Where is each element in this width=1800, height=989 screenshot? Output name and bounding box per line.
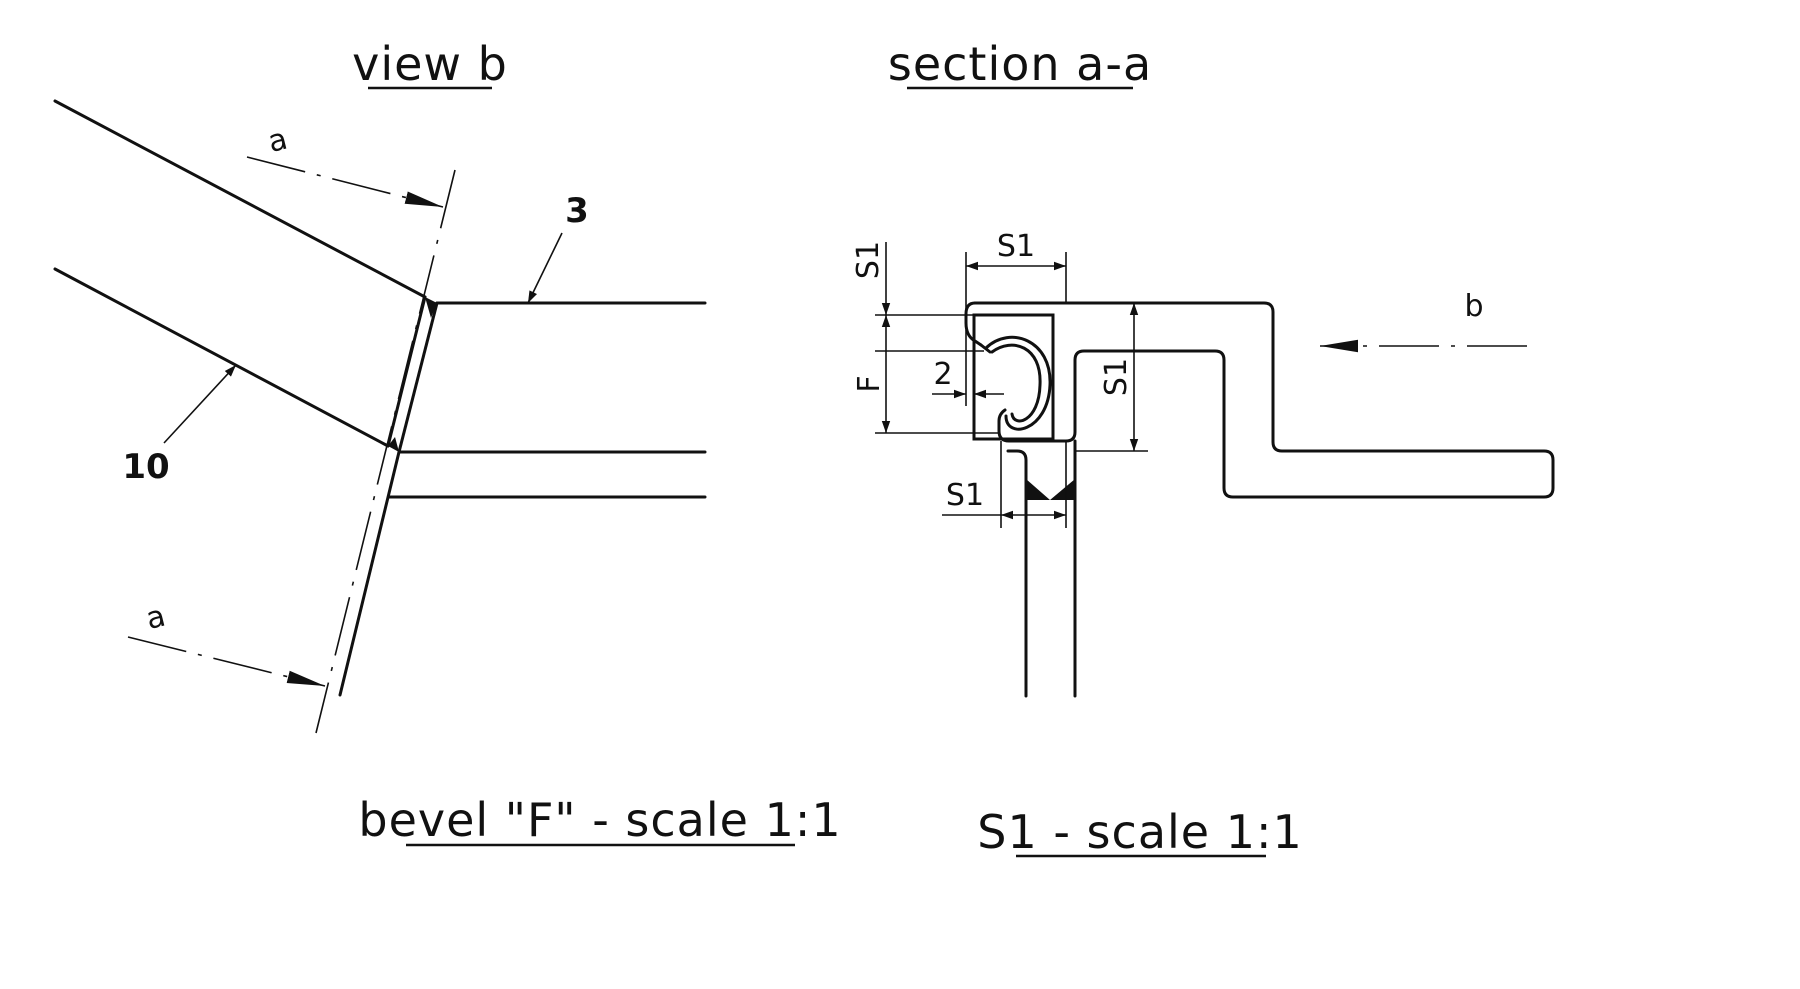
section-arrow-top (246, 156, 444, 208)
callout-10: 10 (122, 447, 169, 487)
section-arrow-bottom (127, 636, 326, 687)
vertical-post (1006, 449, 1028, 698)
miter-plate-right (397, 301, 439, 454)
c-clip-inner (990, 343, 1042, 423)
title-section-aa: section a-a (888, 37, 1152, 91)
weld-bottom (388, 437, 399, 452)
c-clip (984, 335, 1052, 431)
dim-s1-top: S1 (997, 229, 1035, 264)
callout-3-leader (527, 232, 563, 304)
section-aa-drawing: S1 S1 F 2 S1 S1 b (851, 229, 1555, 698)
dim-s1-bottom: S1 (946, 478, 984, 513)
view-arrow-b-label: b (1464, 289, 1483, 324)
view-b-drawing: a a 3 10 (53, 99, 707, 734)
title-view-b: view b (352, 37, 508, 91)
dim-s1-right: S1 (1099, 358, 1134, 396)
post-weld-fill (1026, 479, 1075, 500)
dim-2: 2 (933, 357, 952, 392)
angled-member-bottom-edge (53, 267, 390, 448)
cut-label-bottom: a (143, 599, 169, 637)
dim-f: F (852, 375, 887, 392)
title-s1-scale: S1 - scale 1:1 (977, 805, 1303, 859)
cut-label-top: a (265, 122, 291, 160)
c-clip-tip (979, 343, 992, 354)
cutting-plane-line (315, 169, 456, 734)
profile-left-hook (964, 301, 983, 347)
callout-10-leader (163, 364, 237, 444)
callout-3: 3 (565, 191, 589, 231)
dim-s1-left: S1 (851, 241, 886, 279)
z-profile-outline (973, 301, 1555, 499)
plate-lower-edge (338, 450, 401, 697)
angled-member-top-edge (53, 99, 427, 299)
weld-top (425, 297, 437, 318)
miter-plate-left (386, 295, 427, 448)
title-bevel: bevel "F" - scale 1:1 (358, 793, 841, 847)
